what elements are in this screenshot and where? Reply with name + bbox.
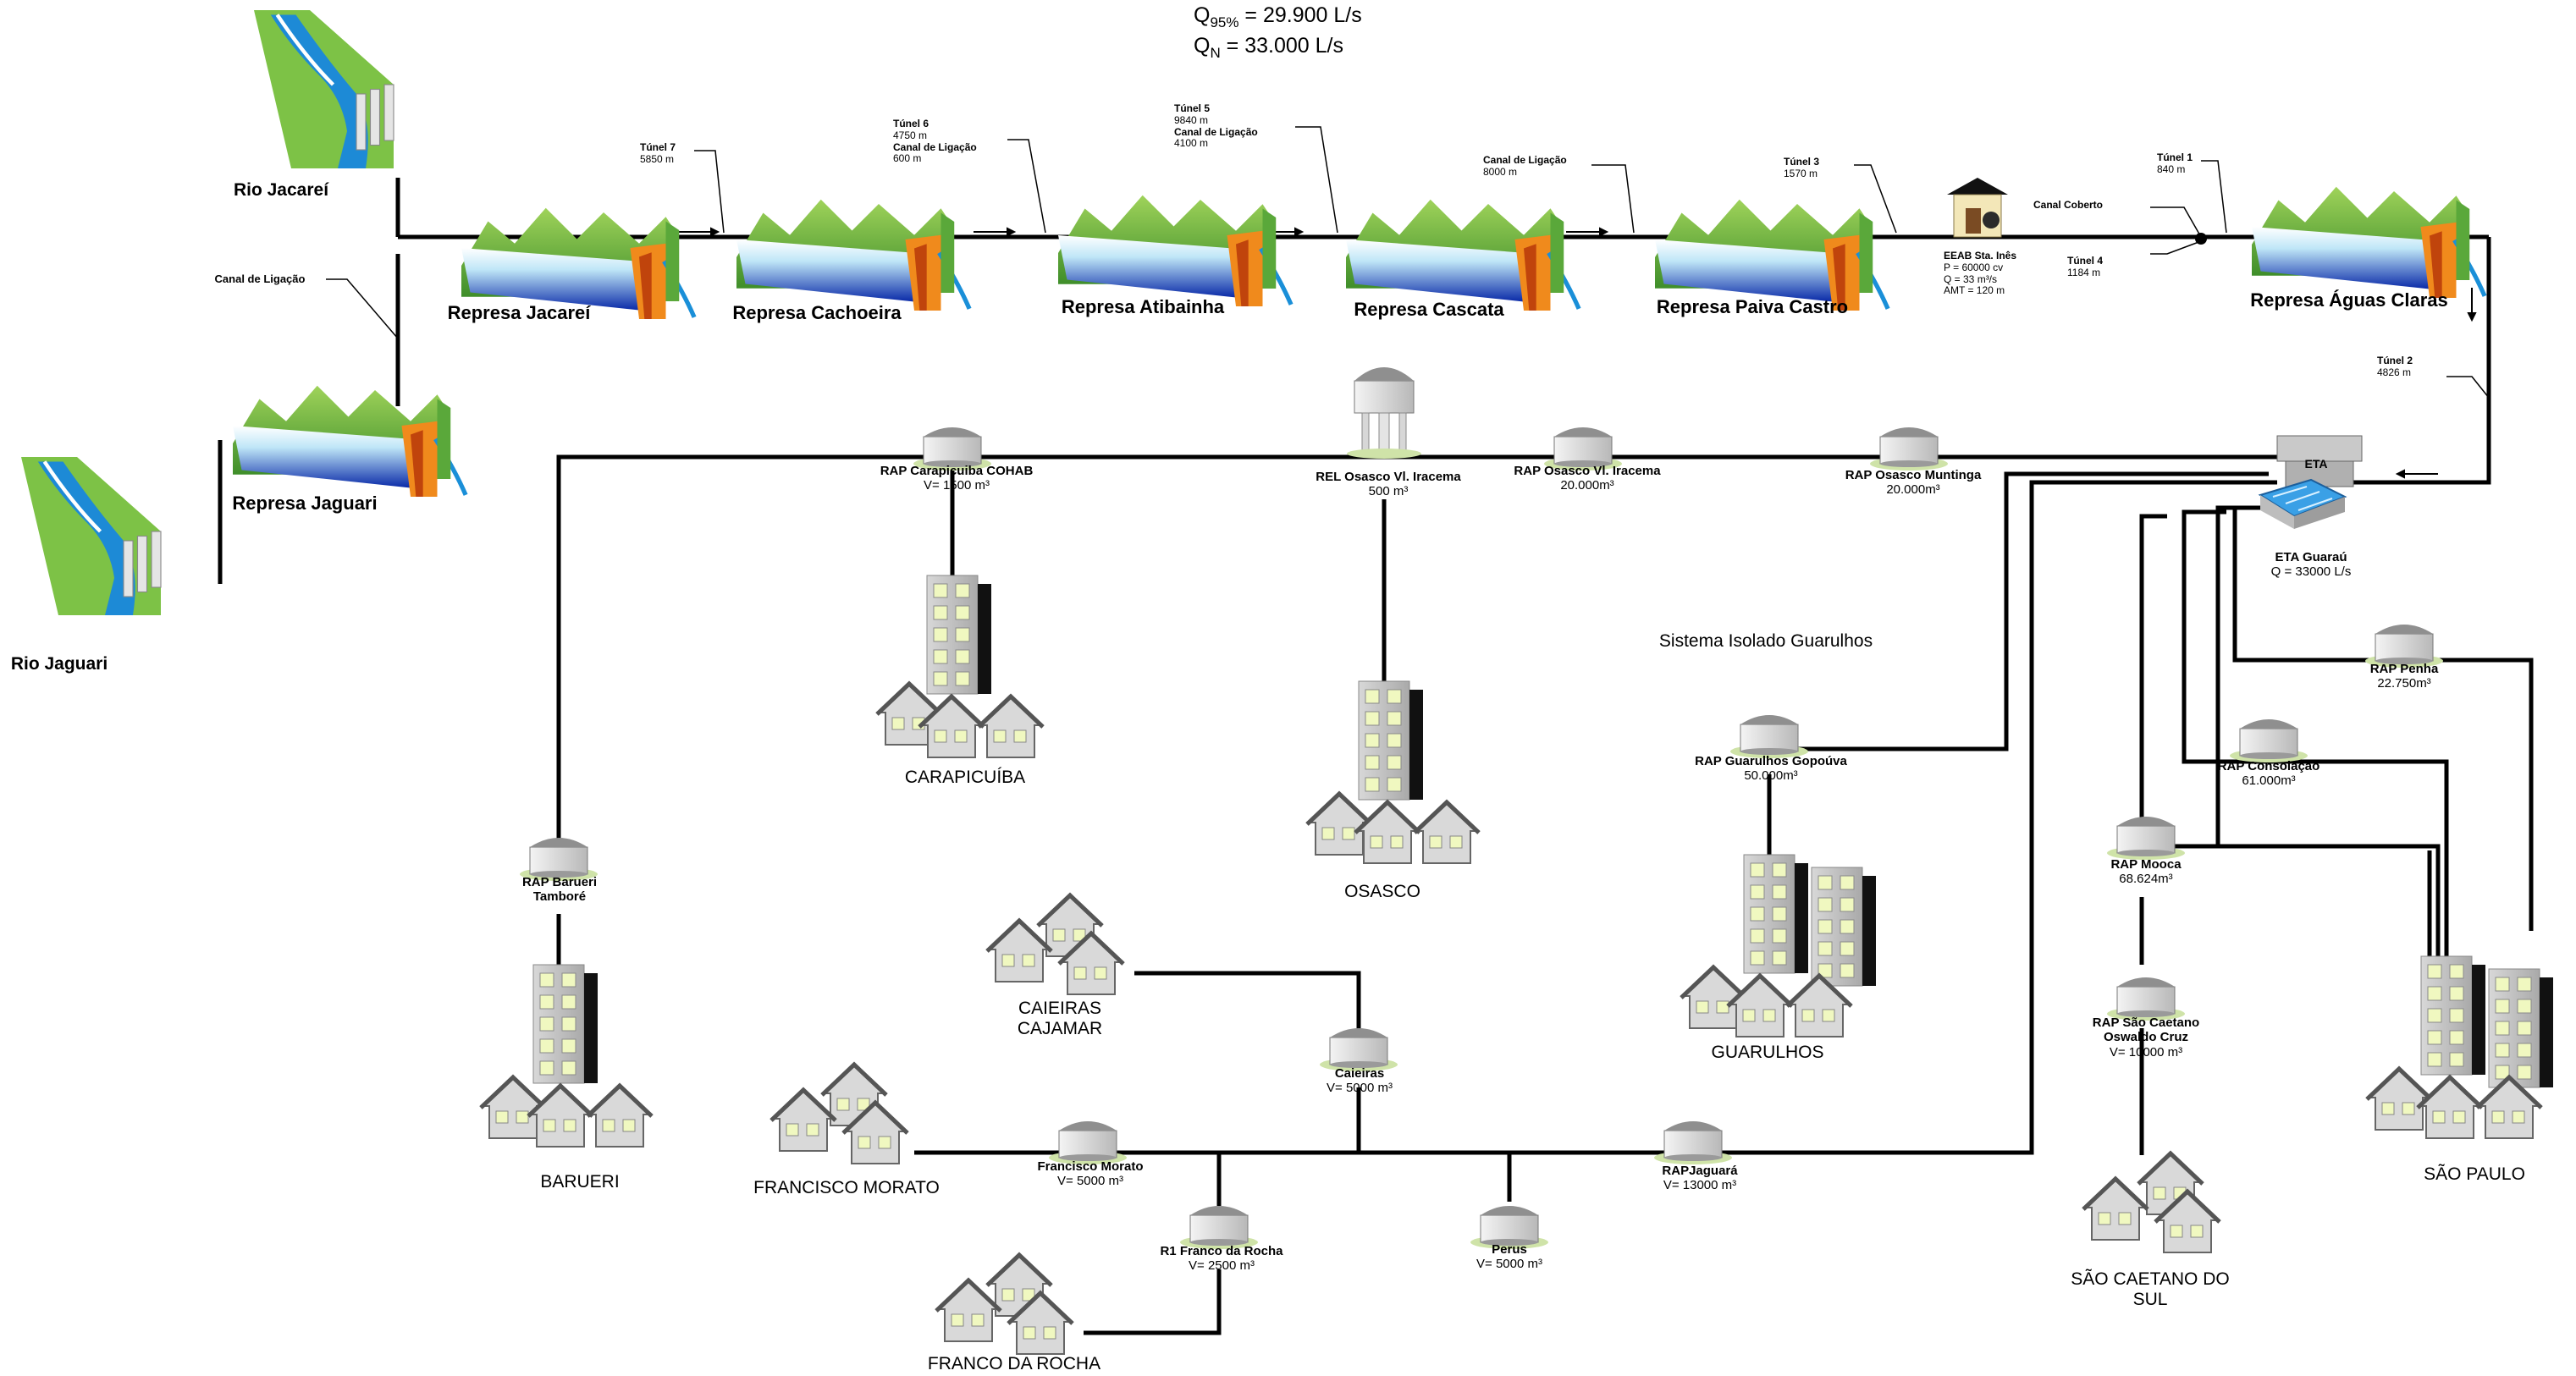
osasco-city-icon — [1307, 680, 1479, 863]
rio-jacarei-river-icon — [254, 10, 394, 168]
rap-jaguara-tank-icon — [1653, 1120, 1733, 1165]
rel-osasco-iracema-tank-icon — [1346, 366, 1422, 460]
represa-cascata-label: Represa Cascata — [1354, 299, 1504, 320]
barueri-city-icon — [481, 964, 652, 1147]
represa-aguas-claras-label: Represa Águas Claras — [2250, 289, 2448, 311]
caieiras-cajamar-city-icon — [987, 895, 1123, 994]
francisco-morato-city-icon — [771, 1065, 907, 1164]
dam-atibainha-icon — [1058, 195, 1291, 306]
sao-paulo-city-icon — [2367, 955, 2554, 1138]
dam-aguas-claras-icon — [2252, 187, 2485, 298]
rap-consolacao-tank-icon — [2229, 718, 2308, 763]
rap-osasco-muntinga-tank-icon — [1869, 427, 1949, 471]
francisco-morato-city-label: FRANCISCO MORATO — [753, 1178, 940, 1197]
sao-caetano-city-icon — [2083, 1153, 2220, 1252]
junction-dot — [2195, 233, 2207, 245]
eta-treatment-plant-icon — [2258, 435, 2363, 529]
callout-lines — [326, 126, 2490, 399]
barueri-label: BARUERI — [540, 1172, 620, 1192]
dam-jaguari-icon — [233, 386, 466, 497]
dam-paiva-castro-icon — [1655, 200, 1888, 311]
represa-jacarei-label: Represa Jacareí — [447, 302, 591, 323]
carapicuiba-label: CARAPICUÍBA — [904, 768, 1026, 787]
rap-guarulhos-tank-icon — [1729, 714, 1809, 759]
francisco-morato-tank-icon — [1048, 1120, 1128, 1165]
carapicuiba-city-icon — [877, 575, 1043, 757]
represa-atibainha-label: Represa Atibainha — [1061, 296, 1225, 317]
guarulhos-label: GUARULHOS — [1711, 1043, 1824, 1062]
represa-jaguari-label: Represa Jaguari — [232, 493, 378, 514]
pump-station-icon — [1947, 178, 2008, 238]
flow-arrows — [677, 227, 2477, 479]
eeab-label: EEAB Sta. Inês P = 60000 cv Q = 33 m³/s … — [1944, 250, 2017, 297]
osasco-label: OSASCO — [1344, 882, 1420, 901]
franco-da-rocha-city-label: FRANCO DA ROCHA — [927, 1354, 1101, 1373]
canal-ligacao-left-label: Canal de Ligação — [214, 272, 306, 285]
dam-cascata-icon — [1346, 200, 1579, 311]
pipelines — [218, 178, 2534, 1335]
guarulhos-city-icon — [1681, 854, 1877, 1037]
rio-jaguari-river-icon — [21, 457, 161, 615]
represa-cachoeira-label: Represa Cachoeira — [732, 302, 902, 323]
franco-da-rocha-city-icon — [936, 1255, 1073, 1354]
franco-da-rocha-tank-icon — [1179, 1205, 1259, 1250]
dam-cachoeira-icon — [736, 200, 969, 311]
eta-tag: ETA — [2304, 457, 2328, 471]
rio-jaguari-label: Rio Jaguari — [10, 654, 108, 674]
caieiras-tank-icon — [1319, 1027, 1398, 1072]
sao-paulo-label: SÃO PAULO — [2424, 1164, 2525, 1184]
represa-paiva-castro-label: Represa Paiva Castro — [1656, 296, 1849, 317]
rap-mooca-tank-icon — [2106, 816, 2186, 861]
flow-rates: Q95% = 29.900 L/s QN = 33.000 L/s — [1194, 3, 1362, 62]
rio-jacarei-label: Rio Jacareí — [233, 180, 329, 200]
sistema-isolado-guarulhos-label: Sistema Isolado Guarulhos — [1658, 631, 1873, 651]
canal-coberto-label: Canal Coberto — [2033, 199, 2104, 211]
rap-sao-caetano-tank-icon — [2106, 977, 2186, 1021]
